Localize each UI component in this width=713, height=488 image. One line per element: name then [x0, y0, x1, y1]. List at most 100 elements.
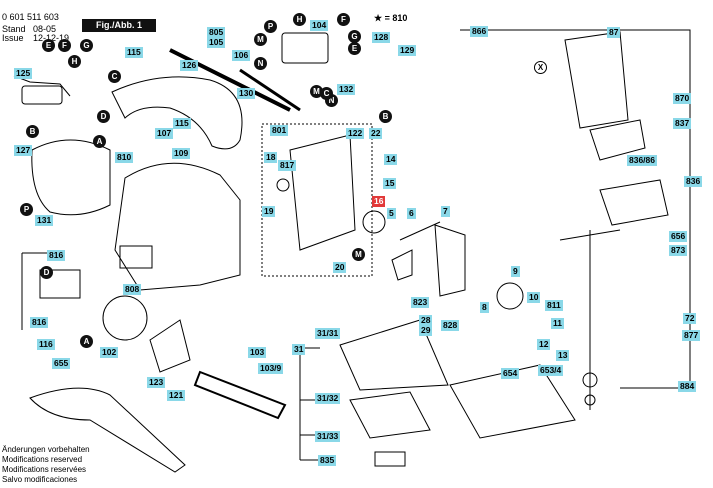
- callout-31-31: 31/31: [315, 328, 341, 339]
- callout-16: 16: [372, 196, 386, 207]
- callout-109: 109: [172, 148, 191, 159]
- callout-836: 836: [684, 176, 703, 187]
- marker-b2: B: [379, 110, 392, 123]
- callout-816: 816: [47, 250, 66, 261]
- brush-holder-shape: [21, 85, 63, 105]
- footer-line: Salvo modificaciones: [2, 475, 78, 484]
- foot-plate-shape: [339, 319, 449, 391]
- marker-e: E: [42, 39, 55, 52]
- footer-line: Modifications reserved: [2, 455, 83, 464]
- bracket-lines-right: [460, 29, 691, 389]
- marker-d: D: [97, 110, 110, 123]
- callout-6: 6: [407, 208, 416, 219]
- switch-box-shape: [39, 269, 81, 299]
- callout-129: 129: [398, 45, 417, 56]
- marker-p: P: [264, 20, 277, 33]
- callout-115: 115: [125, 47, 143, 58]
- stroke-rod-shape: [391, 221, 441, 281]
- marker-g2: G: [348, 30, 361, 43]
- marker-d2: D: [40, 266, 53, 279]
- marker-x: X: [534, 61, 547, 74]
- issue-label: Issue: [2, 33, 24, 43]
- callout-102: 102: [100, 347, 119, 358]
- callout-654: 654: [501, 368, 520, 379]
- callout-811: 811: [545, 300, 563, 311]
- callout-72: 72: [683, 313, 697, 324]
- part-number: 0 601 511 603: [2, 12, 59, 22]
- washer-shape: [582, 372, 598, 388]
- callout-656: 656: [669, 231, 688, 242]
- callout-107: 107: [155, 128, 174, 139]
- callout-13: 13: [556, 350, 570, 361]
- marker-m2: M: [310, 85, 323, 98]
- marker-h2: H: [293, 13, 306, 26]
- callout-20: 20: [333, 262, 347, 273]
- handle-shape: [111, 76, 243, 150]
- cable-shape: [13, 75, 71, 97]
- callout-655: 655: [52, 358, 71, 369]
- callout-116: 116: [37, 339, 55, 350]
- callout-835: 835: [318, 455, 337, 466]
- footer-notes: Änderungen vorbehalten Modifications res…: [2, 445, 90, 485]
- callout-14: 14: [384, 154, 398, 165]
- marker-m: M: [254, 33, 267, 46]
- top-housing-shape: [564, 31, 629, 129]
- callout-15: 15: [383, 178, 397, 189]
- bracket-lines: [299, 347, 320, 461]
- marker-m3: M: [352, 248, 365, 261]
- callout-126: 126: [180, 60, 199, 71]
- callout-11: 11: [551, 318, 564, 329]
- callout-884: 884: [678, 381, 697, 392]
- callout-115b: 115: [173, 118, 191, 129]
- callout-22: 22: [369, 128, 383, 139]
- marker-n: N: [254, 57, 267, 70]
- callout-866: 866: [470, 26, 489, 37]
- figure-label: Fig./Abb. 1: [82, 19, 156, 32]
- marker-g: G: [80, 39, 93, 52]
- marker-c2: C: [320, 87, 333, 100]
- callout-131: 131: [35, 215, 54, 226]
- gear-wheel-shape: [496, 282, 524, 310]
- extraction-adapter-shape: [29, 387, 186, 473]
- disc-shape: [362, 210, 386, 234]
- callout-873: 873: [669, 245, 688, 256]
- callout-5: 5: [387, 208, 396, 219]
- callout-19: 19: [262, 206, 276, 217]
- callout-128: 128: [372, 32, 391, 43]
- bracket-lines-left: [21, 252, 48, 330]
- armature-shape: [193, 370, 287, 420]
- cord-shape: [169, 48, 291, 112]
- callout-8: 8: [480, 302, 489, 313]
- callout-130: 130: [237, 88, 256, 99]
- field-coil-shape: [102, 295, 148, 341]
- marker-a2: A: [80, 335, 93, 348]
- bracket-shape: [149, 319, 191, 373]
- marker-b: B: [26, 125, 39, 138]
- stand-value: 08-05: [33, 24, 57, 34]
- marker-e2: E: [348, 42, 361, 55]
- pendulum-shape: [589, 119, 646, 161]
- guide-plate-shape: [434, 224, 466, 297]
- callout-836-86: 836/86: [627, 155, 657, 166]
- callout-870: 870: [673, 93, 692, 104]
- rod-shape: [559, 229, 621, 410]
- callout-805: 805: [207, 27, 226, 38]
- callout-106: 106: [232, 50, 251, 61]
- callout-823: 823: [411, 297, 430, 308]
- marker-c: C: [108, 70, 121, 83]
- callout-801: 801: [270, 125, 289, 136]
- callout-125: 125: [14, 68, 33, 79]
- callout-653-4: 653/4: [538, 365, 564, 376]
- motor-cover-shape: [31, 139, 111, 216]
- callout-122: 122: [346, 128, 365, 139]
- issue-value: 12-12-19: [33, 33, 70, 43]
- sliding-shoe-shape: [349, 391, 431, 439]
- callout-28: 28: [419, 315, 433, 326]
- callout-103-9: 103/9: [258, 363, 284, 374]
- washer-shape-2: [584, 394, 596, 406]
- callout-87: 87: [607, 27, 621, 38]
- callout-810: 810: [115, 152, 134, 163]
- callout-7: 7: [441, 206, 450, 217]
- callout-808: 808: [123, 284, 142, 295]
